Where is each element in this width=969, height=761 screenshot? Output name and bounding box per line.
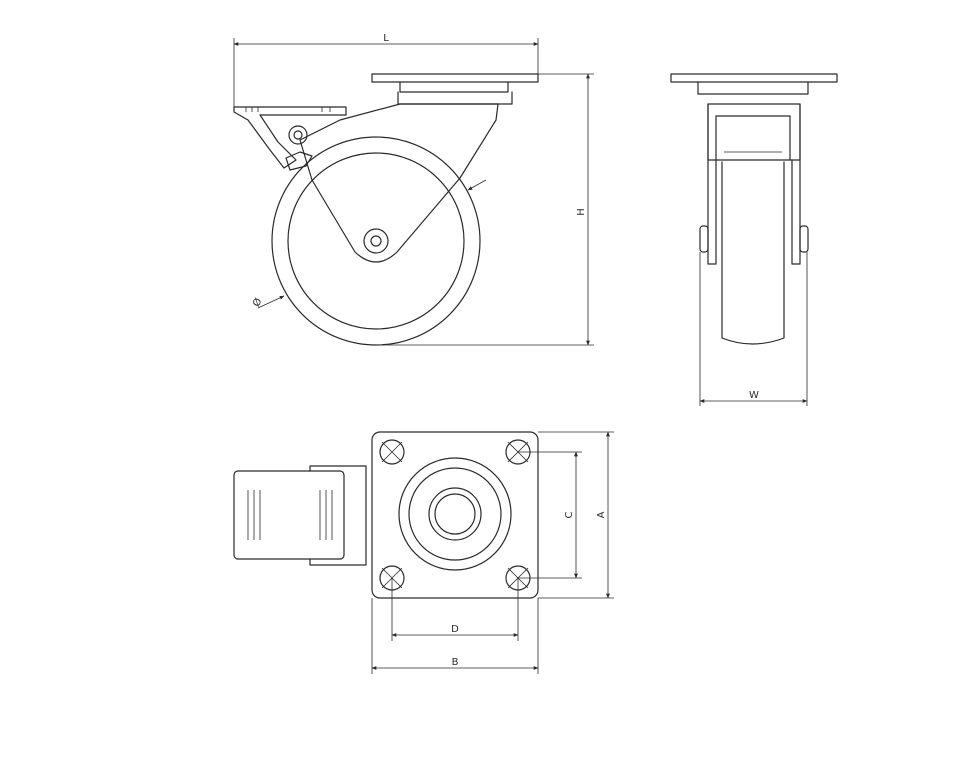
dim-label-h: H <box>576 208 587 216</box>
front-top-plate <box>670 73 838 83</box>
side-wheel-tyre <box>271 136 481 346</box>
front-fork-right <box>791 103 801 265</box>
top-kingpin-outer <box>428 487 482 541</box>
dim-label-a: A <box>596 511 607 518</box>
side-view: L H Ø <box>233 33 594 346</box>
dim-label-d: D <box>451 624 459 635</box>
side-brake-grip <box>245 107 331 112</box>
front-view: W <box>670 73 838 406</box>
top-brake-pedal <box>233 470 345 560</box>
side-axle-outer <box>363 228 389 254</box>
dim-line-diameter-right <box>467 179 487 191</box>
dim-line-diameter-left <box>257 295 285 309</box>
side-top-plate <box>371 73 539 83</box>
side-swivel-ring <box>397 91 513 105</box>
top-brake-grip-lines <box>247 490 333 540</box>
dim-label-c: C <box>564 511 575 518</box>
front-wheel <box>721 161 785 345</box>
top-swivel-outer <box>398 457 512 571</box>
side-brake-lever <box>233 106 347 169</box>
front-brake-detail <box>724 151 782 161</box>
side-axle-inner <box>370 235 382 247</box>
front-axle-nut-left <box>699 225 709 253</box>
side-fork <box>299 103 499 263</box>
top-mounting-plate <box>371 431 539 599</box>
front-brake-housing <box>715 115 791 161</box>
top-brake-arm <box>309 465 367 566</box>
top-swivel-inner <box>408 467 502 561</box>
front-fork-left <box>707 103 717 265</box>
front-swivel-bearing <box>697 81 809 95</box>
side-swivel-bearing <box>399 81 509 93</box>
dim-label-l: L <box>383 33 389 44</box>
side-wheel-rim <box>287 152 465 330</box>
dim-label-b: B <box>452 657 459 668</box>
front-axle-nut-right <box>799 225 809 253</box>
bolt-hole-top-left <box>379 439 405 465</box>
side-brake-pivot <box>288 125 308 145</box>
top-kingpin-inner <box>434 493 476 535</box>
dim-label-w: W <box>749 390 759 401</box>
side-brake-pad <box>285 151 313 171</box>
top-view: A C D B <box>233 431 614 674</box>
side-brake-pivot-pin <box>293 130 303 140</box>
dim-label-diameter: Ø <box>250 296 264 309</box>
